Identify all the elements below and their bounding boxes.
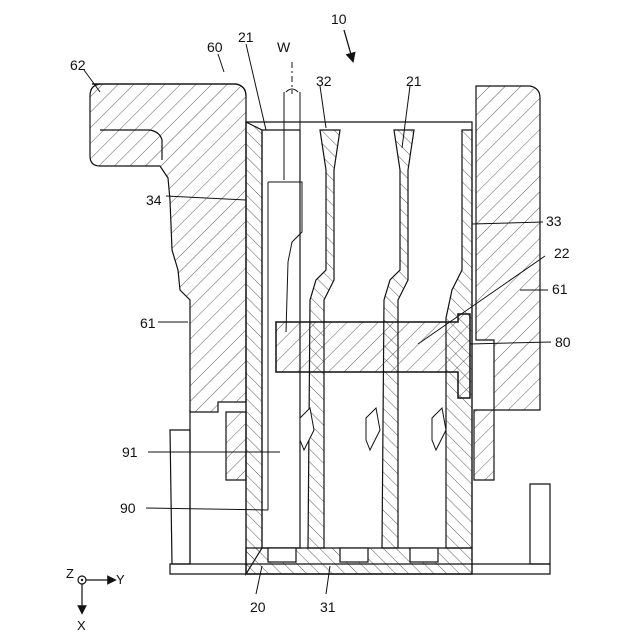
label-32: 32 [316, 73, 332, 89]
axis-label-x: X [77, 618, 86, 633]
label-20: 20 [250, 599, 266, 615]
label-21-left: 21 [238, 29, 254, 45]
label-61-left: 61 [140, 315, 156, 331]
label-91: 91 [122, 444, 138, 460]
label-61-right: 61 [552, 281, 568, 297]
label-21-right: 21 [406, 73, 422, 89]
retainer-80 [276, 314, 470, 398]
coordinate-axes: Z Y X [66, 566, 125, 633]
housing-61-right [476, 86, 540, 410]
label-80: 80 [555, 334, 571, 350]
label-60: 60 [207, 39, 223, 55]
label-10: 10 [331, 11, 347, 27]
label-33: 33 [546, 213, 562, 229]
axis-label-z: Z [66, 566, 74, 581]
axis-label-y: Y [116, 572, 125, 587]
label-22: 22 [554, 245, 570, 261]
housing-60-left [90, 84, 246, 412]
label-90: 90 [120, 500, 136, 516]
label-62: 62 [70, 57, 86, 73]
label-31: 31 [320, 599, 336, 615]
label-W: W [277, 39, 291, 55]
label-34: 34 [146, 192, 162, 208]
